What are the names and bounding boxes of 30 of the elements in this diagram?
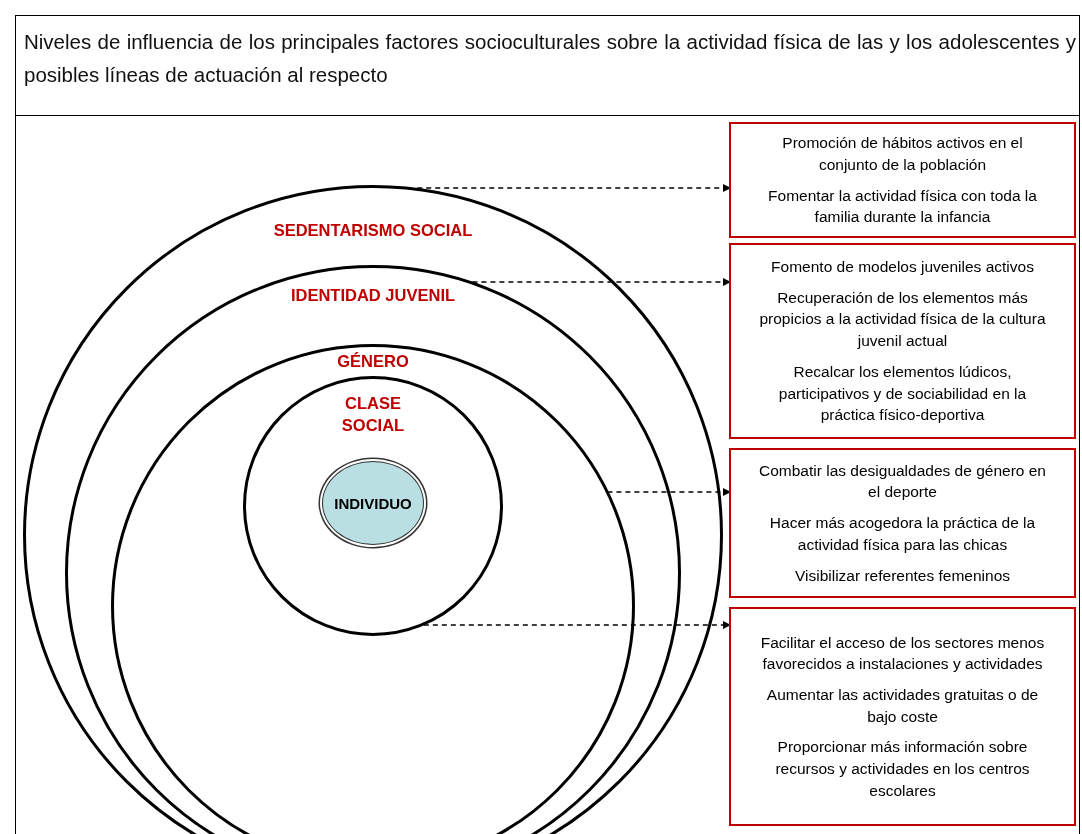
action-box <box>729 122 1076 238</box>
action-text: Recuperación de los elementos más propicios a la actividad física de la cultura juvenil actual <box>758 287 1047 352</box>
level-circle <box>243 376 503 636</box>
action-text: Promoción de hábitos activos en el conjunto de la población <box>781 133 1024 175</box>
level-label: SEDENTARISMO SOCIAL <box>273 220 473 241</box>
dashed-arrow <box>423 621 732 629</box>
center-ellipse <box>322 461 424 545</box>
action-text: Combatir las desigualdades de género en el deporte <box>758 460 1047 503</box>
level-label: IDENTIDAD JUVENIL <box>290 285 456 306</box>
action-box <box>729 243 1076 439</box>
action-text: Facilitar el acceso de los sectores menos favorecidos a instalaciones y actividades <box>759 632 1046 675</box>
action-text: Aumentar las actividades gratuitas o de bajo coste <box>765 684 1040 727</box>
action-text: Recalcar los elementos lúdicos, participativos y de sociabilidad en la práctica físico-deportiva <box>777 361 1028 426</box>
action-text: Proporcionar más información sobre recursos y actividades en los centros escolares <box>774 737 1031 801</box>
level-label: CLASE SOCIAL <box>340 393 406 437</box>
level-circle <box>23 185 723 834</box>
level-label: GÉNERO <box>337 351 409 372</box>
action-text: Fomento de modelos juveniles activos <box>770 257 1035 278</box>
action-text: Hacer más acogedora la práctica de la actividad física para las chicas <box>768 513 1037 555</box>
level-circle <box>65 265 681 834</box>
diagram-title: Niveles de influencia de los principales factores socioculturales sobre la actividad física de las y los adolescentes y posibles líneas de actuación al respecto <box>24 29 1076 88</box>
dashed-arrow <box>416 184 732 192</box>
center-label: INDIVIDUO <box>334 494 412 512</box>
action-box <box>729 448 1076 598</box>
action-text: Visibilizar referentes femeninos <box>793 565 1012 586</box>
action-box <box>729 607 1076 826</box>
action-text: Fomentar la actividad física con toda la familia durante la infancia <box>767 185 1038 228</box>
dashed-arrow <box>606 488 732 496</box>
level-circle <box>111 344 635 834</box>
dashed-arrow <box>471 278 732 286</box>
